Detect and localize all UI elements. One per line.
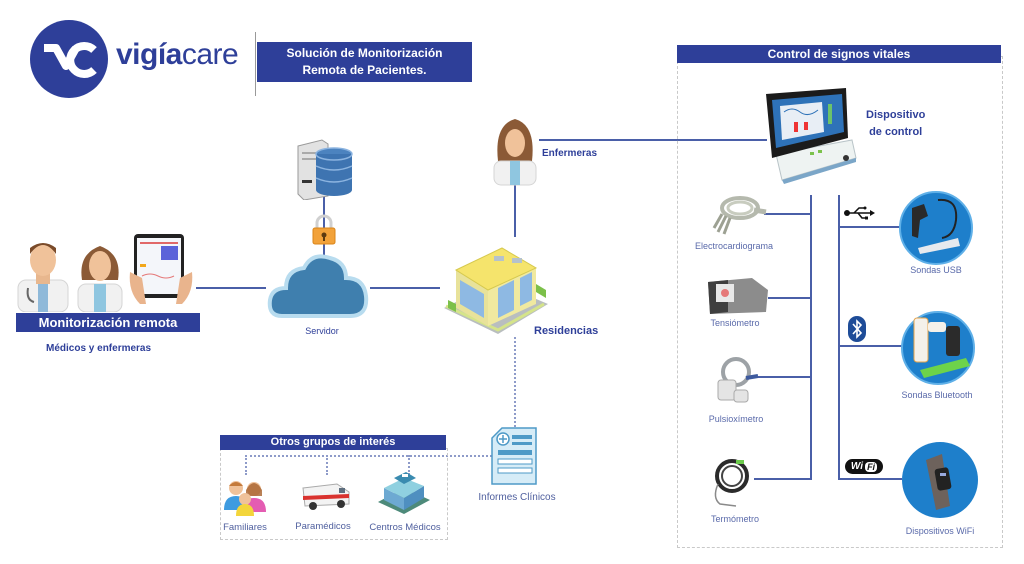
nurses-label: Enfermeras: [542, 148, 598, 159]
wired-bus: [810, 195, 812, 480]
header-title-line2: Remota de Pacientes.: [302, 63, 427, 77]
connector-paramedicos: [326, 455, 328, 475]
tablet-icon: [129, 234, 193, 304]
server-label: Servidor: [305, 326, 339, 336]
connector-nurse-residences: [514, 185, 516, 237]
medical-center: [376, 468, 432, 516]
connector-db-cloud: [323, 196, 325, 258]
clinical-report: [490, 426, 538, 486]
nurse-icon: [493, 119, 537, 186]
cloud-icon: [267, 254, 369, 318]
wifi-connector: Wi Fi: [845, 459, 883, 474]
wireless-bus: [838, 195, 840, 480]
tablet-device: [128, 232, 194, 312]
nurse-icon: [77, 246, 123, 312]
vc-logo-icon: [44, 42, 97, 78]
clinical-report-icon: [491, 427, 537, 485]
header-title-banner: Solución de Monitorización Remota de Pac…: [257, 42, 472, 82]
bluetooth-probes-icon: [901, 311, 975, 385]
wifi-devices-label: Dispositivos WiFi: [905, 526, 975, 536]
brand-name-light: care: [181, 38, 239, 71]
group-label-centros: Centros Médicos: [369, 522, 441, 533]
wifi-icon-wi: Wi: [850, 461, 864, 472]
control-device-label: Dispositivo de control: [866, 107, 925, 141]
nurse-avatar: [492, 115, 538, 187]
database-server-icon: [297, 139, 353, 200]
connector-usb: [838, 226, 902, 228]
control-device: [762, 88, 858, 186]
smartwatch-icon: [902, 442, 978, 518]
ecg-device: [712, 192, 768, 236]
ambulance: [301, 480, 351, 512]
thermometer-label: Termómetro: [710, 514, 759, 524]
residences-label: Residencias: [534, 325, 599, 337]
pulse-oximeter-label: Pulsioxímetro: [708, 414, 764, 424]
usb-connector: [844, 206, 876, 220]
ecg-cable-icon: [712, 196, 767, 235]
family-group: [224, 478, 266, 516]
connector-groups-reports: [245, 455, 492, 457]
brand-name-bold: vigía: [116, 38, 182, 71]
usb-probes-label: Sondas USB: [910, 265, 962, 275]
bluetooth-icon: [848, 316, 866, 342]
pulse-oximeter-device: [714, 356, 760, 406]
thermometer-device: [706, 454, 754, 508]
bluetooth-probes-label: Sondas Bluetooth: [901, 390, 973, 400]
group-label-familiares: Familiares: [223, 522, 267, 533]
connector-residences-reports: [514, 337, 516, 427]
ecg-label: Electrocardiograma: [694, 241, 774, 251]
connector-centros: [408, 455, 410, 475]
connector-bluetooth: [838, 345, 902, 347]
connector-wifi: [838, 478, 902, 480]
connector-remote-server: [196, 287, 266, 289]
group-label-paramedicos: Paramédicos: [295, 521, 351, 532]
doctor-avatar: [14, 238, 72, 312]
other-groups-banner: Otros grupos de interés: [220, 435, 446, 450]
connector-pulse-oximeter: [756, 376, 812, 378]
reports-label: Informes Clínicos: [478, 492, 556, 503]
usb-probes: [898, 190, 974, 266]
padlock-icon: [312, 214, 336, 245]
connector-thermometer: [754, 478, 812, 480]
doctor-icon: [17, 243, 69, 312]
tensiometer-label: Tensiómetro: [710, 318, 760, 328]
thermometer-probe-icon: [714, 459, 749, 507]
control-device-icon: [766, 88, 857, 184]
bluetooth-probes: [900, 310, 976, 386]
tensiometer-device: [706, 276, 770, 316]
control-device-label-line1: Dispositivo: [866, 109, 926, 121]
usb-probes-icon: [899, 191, 973, 265]
cloud-server: [266, 250, 370, 322]
brand-logo: [30, 20, 108, 98]
header-divider: [255, 32, 256, 96]
pulse-oximeter-icon: [717, 357, 759, 403]
hospital-icon: [378, 472, 430, 514]
family-icon: [224, 481, 266, 516]
connector-familiares: [245, 455, 247, 475]
ambulance-icon: [302, 483, 350, 510]
wifi-icon-fi: Fi: [865, 461, 878, 472]
bluetooth-connector: [848, 316, 866, 342]
connector-server-residences: [370, 287, 440, 289]
nurse-avatar-remote: [74, 240, 126, 312]
remote-monitoring-caption: Médicos y enfermeras: [46, 343, 152, 354]
connector-ecg: [764, 213, 812, 215]
brand-name: vigíacare: [116, 38, 239, 72]
remote-monitoring-banner: Monitorización remota: [16, 313, 200, 332]
database-server: [296, 138, 358, 200]
connector-tensiometer: [768, 297, 812, 299]
residence-building: [444, 238, 548, 334]
wifi-devices: [900, 440, 980, 520]
header-title-line1: Solución de Monitorización: [286, 46, 443, 60]
padlock: [311, 214, 337, 246]
connector-nurse-control: [539, 139, 767, 141]
usb-icon: [844, 206, 875, 220]
residence-building-icon: [444, 247, 548, 334]
vitals-banner: Control de signos vitales: [677, 45, 1001, 63]
blood-pressure-cuff-icon: [708, 278, 768, 314]
control-device-label-line2: de control: [869, 126, 923, 138]
